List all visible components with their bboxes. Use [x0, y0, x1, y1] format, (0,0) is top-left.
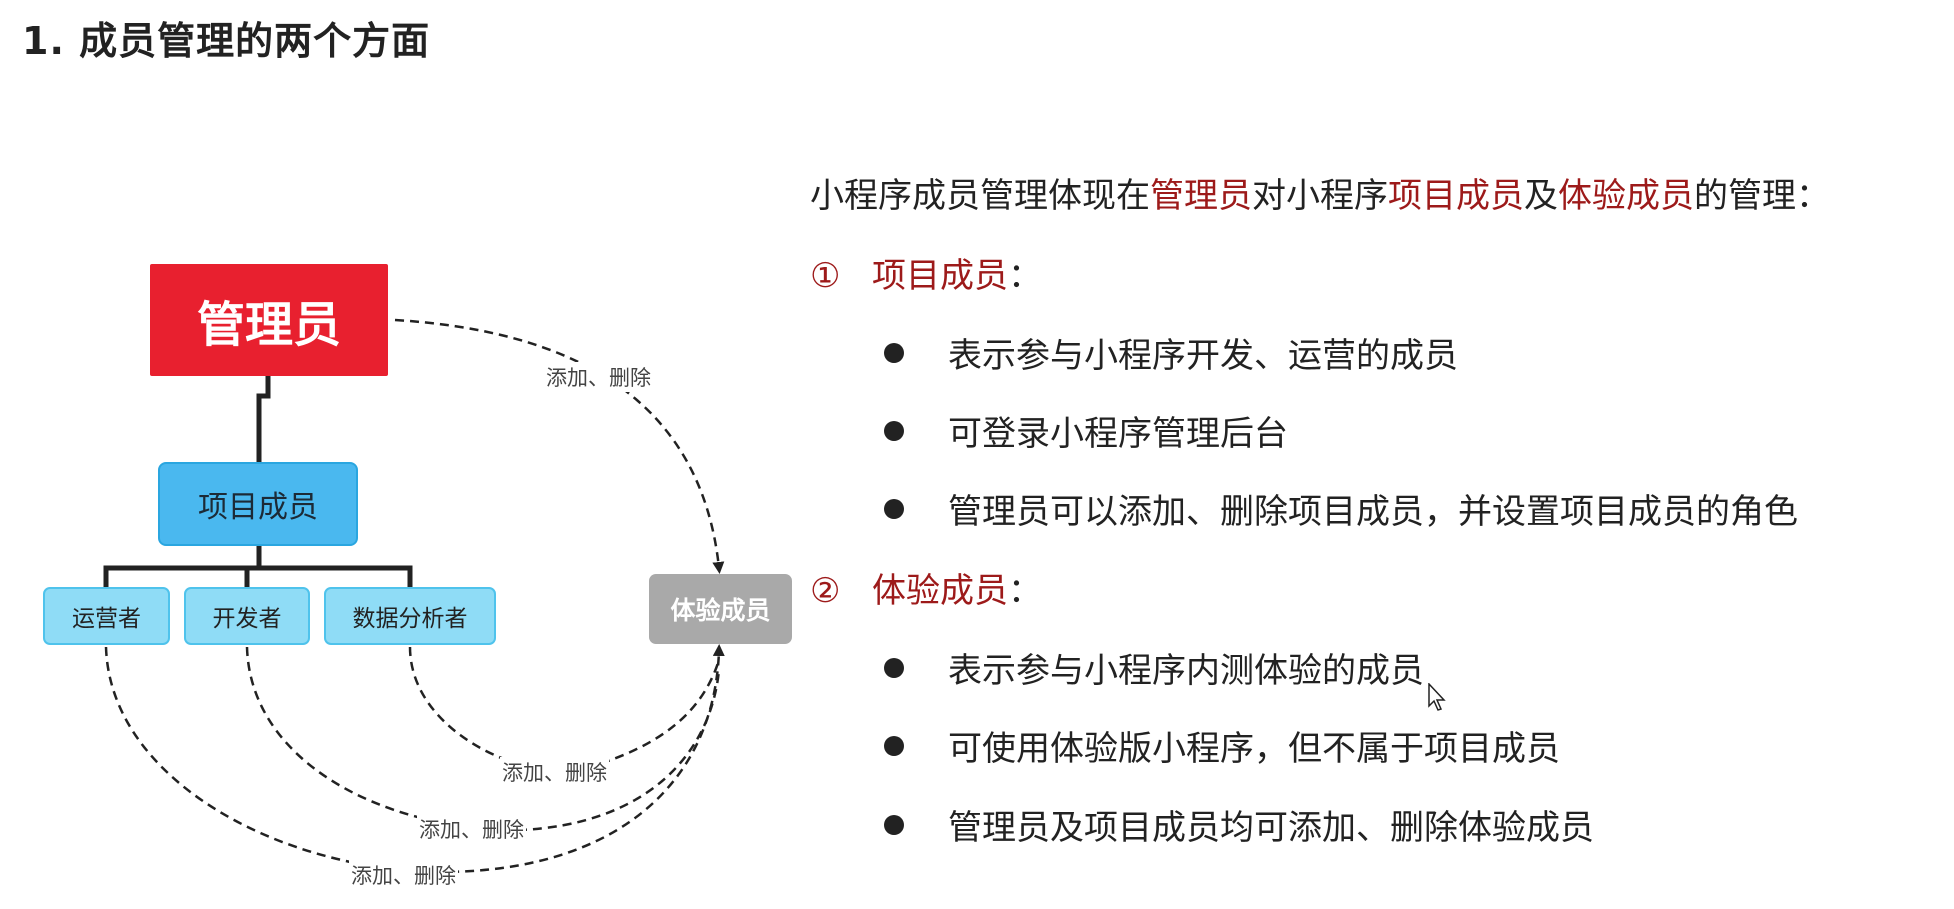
page-title: 1. 成员管理的两个方面 [22, 19, 431, 63]
bullet-dot-icon [884, 657, 904, 678]
bullet-dot-icon [884, 420, 904, 441]
data-to-trial-edge [408, 646, 721, 773]
list-item-text: 表示参与小程序内测体验的成员 [948, 651, 1424, 691]
role-node-operator: 运营者 [43, 587, 170, 645]
list-item-text: 管理员可以添加、删除项目成员，并设置项目成员的角色 [948, 492, 1798, 532]
member-diagram: 管理员 项目成员 运营者 开发者 数据分析者 体验成员 添加、删除 添加、删除 … [0, 0, 800, 909]
section-number: ② [810, 571, 841, 611]
list-item-text: 表示参与小程序开发、运营的成员 [948, 336, 1458, 376]
ops-to-trial-edge [104, 644, 725, 874]
list-item: 管理员可以添加、删除项目成员，并设置项目成员的角色 [880, 484, 1798, 533]
project-to-roles-line [103, 546, 413, 587]
bullet-dot-icon [884, 814, 904, 835]
edge-label-admin: 添加、删除 [544, 362, 653, 392]
bullet-dot-icon [884, 342, 904, 363]
admin-to-trial-edge [394, 318, 725, 574]
edge-label-developer: 添加、删除 [417, 814, 526, 844]
section-number: ① [810, 256, 841, 296]
intro-text: 及 [1524, 176, 1558, 216]
list-item-text: 可登录小程序管理后台 [948, 414, 1288, 454]
intro-sentence: 小程序成员管理体现在管理员对小程序项目成员及体验成员的管理： [810, 168, 1940, 217]
section-title: 项目成员 [872, 256, 1008, 296]
project-member-node: 项目成员 [158, 462, 358, 546]
admin-node: 管理员 [150, 264, 388, 376]
intro-highlight-project: 项目成员 [1388, 176, 1524, 216]
list-item: 表示参与小程序内测体验的成员 [880, 643, 1424, 692]
section-heading-project: ① 项目成员： [810, 248, 1042, 297]
role-node-developer: 开发者 [184, 587, 310, 645]
section-colon: ： [1008, 256, 1042, 296]
list-item: 可登录小程序管理后台 [880, 406, 1288, 455]
intro-text: 对小程序 [1252, 176, 1388, 216]
diagram-connectors [103, 318, 725, 874]
section-title: 体验成员 [872, 571, 1008, 611]
list-item-text: 可使用体验版小程序，但不属于项目成员 [948, 729, 1560, 769]
bullet-dot-icon [884, 498, 904, 519]
edge-label-operator: 添加、删除 [349, 860, 458, 890]
trial-member-node: 体验成员 [649, 574, 792, 644]
intro-text: 小程序成员管理体现在 [810, 176, 1150, 216]
intro-highlight-admin: 管理员 [1150, 176, 1252, 216]
section-heading-trial: ② 体验成员： [810, 563, 1042, 612]
dev-to-trial-edge [245, 646, 721, 832]
list-item-text: 管理员及项目成员均可添加、删除体验成员 [948, 808, 1594, 848]
list-item: 管理员及项目成员均可添加、删除体验成员 [880, 800, 1594, 849]
mouse-cursor-icon [1428, 683, 1446, 711]
list-item: 可使用体验版小程序，但不属于项目成员 [880, 721, 1560, 770]
intro-text: 的管理： [1694, 176, 1830, 216]
list-item: 表示参与小程序开发、运营的成员 [880, 328, 1458, 377]
intro-highlight-trial: 体验成员 [1558, 176, 1694, 216]
bullet-dot-icon [884, 735, 904, 756]
admin-to-project-line [256, 376, 271, 462]
role-node-data-analyst: 数据分析者 [324, 587, 496, 645]
edge-label-data-analyst: 添加、删除 [500, 757, 609, 787]
section-colon: ： [1008, 571, 1042, 611]
